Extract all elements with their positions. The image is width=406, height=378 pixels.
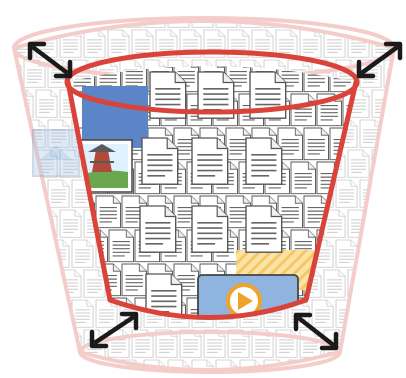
document-icon [0, 360, 21, 378]
document-icon [360, 360, 381, 378]
document-icon [142, 138, 178, 184]
document-icon [0, 120, 21, 147]
document-icon [372, 330, 393, 357]
document-icon [48, 360, 69, 378]
document-icon [348, 330, 369, 357]
document-icon [12, 270, 33, 297]
document-icon [192, 138, 228, 184]
document-icon [12, 150, 33, 177]
document-icon [384, 180, 405, 207]
document-icon [246, 206, 282, 252]
document-icon [36, 330, 57, 357]
document-icon [12, 330, 33, 357]
document-icon [396, 270, 406, 297]
document-icon [372, 210, 393, 237]
document-icon [384, 0, 405, 27]
document-icon [0, 0, 21, 27]
document-icon [36, 270, 57, 297]
document-icon [96, 300, 117, 327]
document-icon [369, 298, 393, 330]
document-icon [396, 210, 406, 237]
document-icon [384, 120, 405, 147]
document-icon [396, 90, 406, 117]
document-icon [24, 0, 45, 27]
document-icon [360, 300, 381, 327]
document-icon [122, 264, 146, 296]
document-icon [336, 180, 357, 207]
document-icon [384, 300, 405, 327]
document-icon [348, 150, 369, 177]
document-icon [84, 270, 105, 297]
document-icon [291, 94, 315, 126]
document-icon [312, 300, 333, 327]
document-icon [384, 360, 405, 378]
document-icon [72, 360, 93, 378]
document-icon [372, 270, 393, 297]
document-icon [336, 0, 357, 27]
document-icon [24, 360, 45, 378]
document-icon [396, 330, 406, 357]
document-icon [109, 230, 133, 262]
document-icon [140, 206, 176, 252]
document-icon [192, 206, 228, 252]
document-icon [291, 162, 315, 194]
document-icon [72, 240, 93, 267]
document-icon [300, 30, 321, 57]
document-icon [304, 128, 328, 160]
document-icon [36, 90, 57, 117]
document-icon [396, 150, 406, 177]
document-icon [204, 330, 225, 357]
document-icon [84, 30, 105, 57]
document-icon [48, 180, 69, 207]
document-icon [369, 230, 393, 262]
document-icon [24, 300, 45, 327]
document-icon [246, 138, 282, 184]
document-icon [108, 30, 129, 57]
document-icon [48, 300, 69, 327]
document-icon [192, 0, 213, 27]
document-icon [0, 180, 21, 207]
document-icon [360, 240, 381, 267]
document-icon [60, 210, 81, 237]
document-icon [0, 300, 21, 327]
document-icon [324, 270, 345, 297]
document-icon [12, 210, 33, 237]
document-icon [336, 360, 357, 378]
document-icon [96, 196, 120, 228]
document-icon [356, 264, 380, 296]
document-icon [24, 240, 45, 267]
document-icon [384, 240, 405, 267]
document-icon [48, 0, 69, 27]
document-icon [0, 240, 21, 267]
ghost-photo-icon [33, 130, 79, 176]
document-icon [360, 0, 381, 27]
document-icon [356, 332, 380, 364]
